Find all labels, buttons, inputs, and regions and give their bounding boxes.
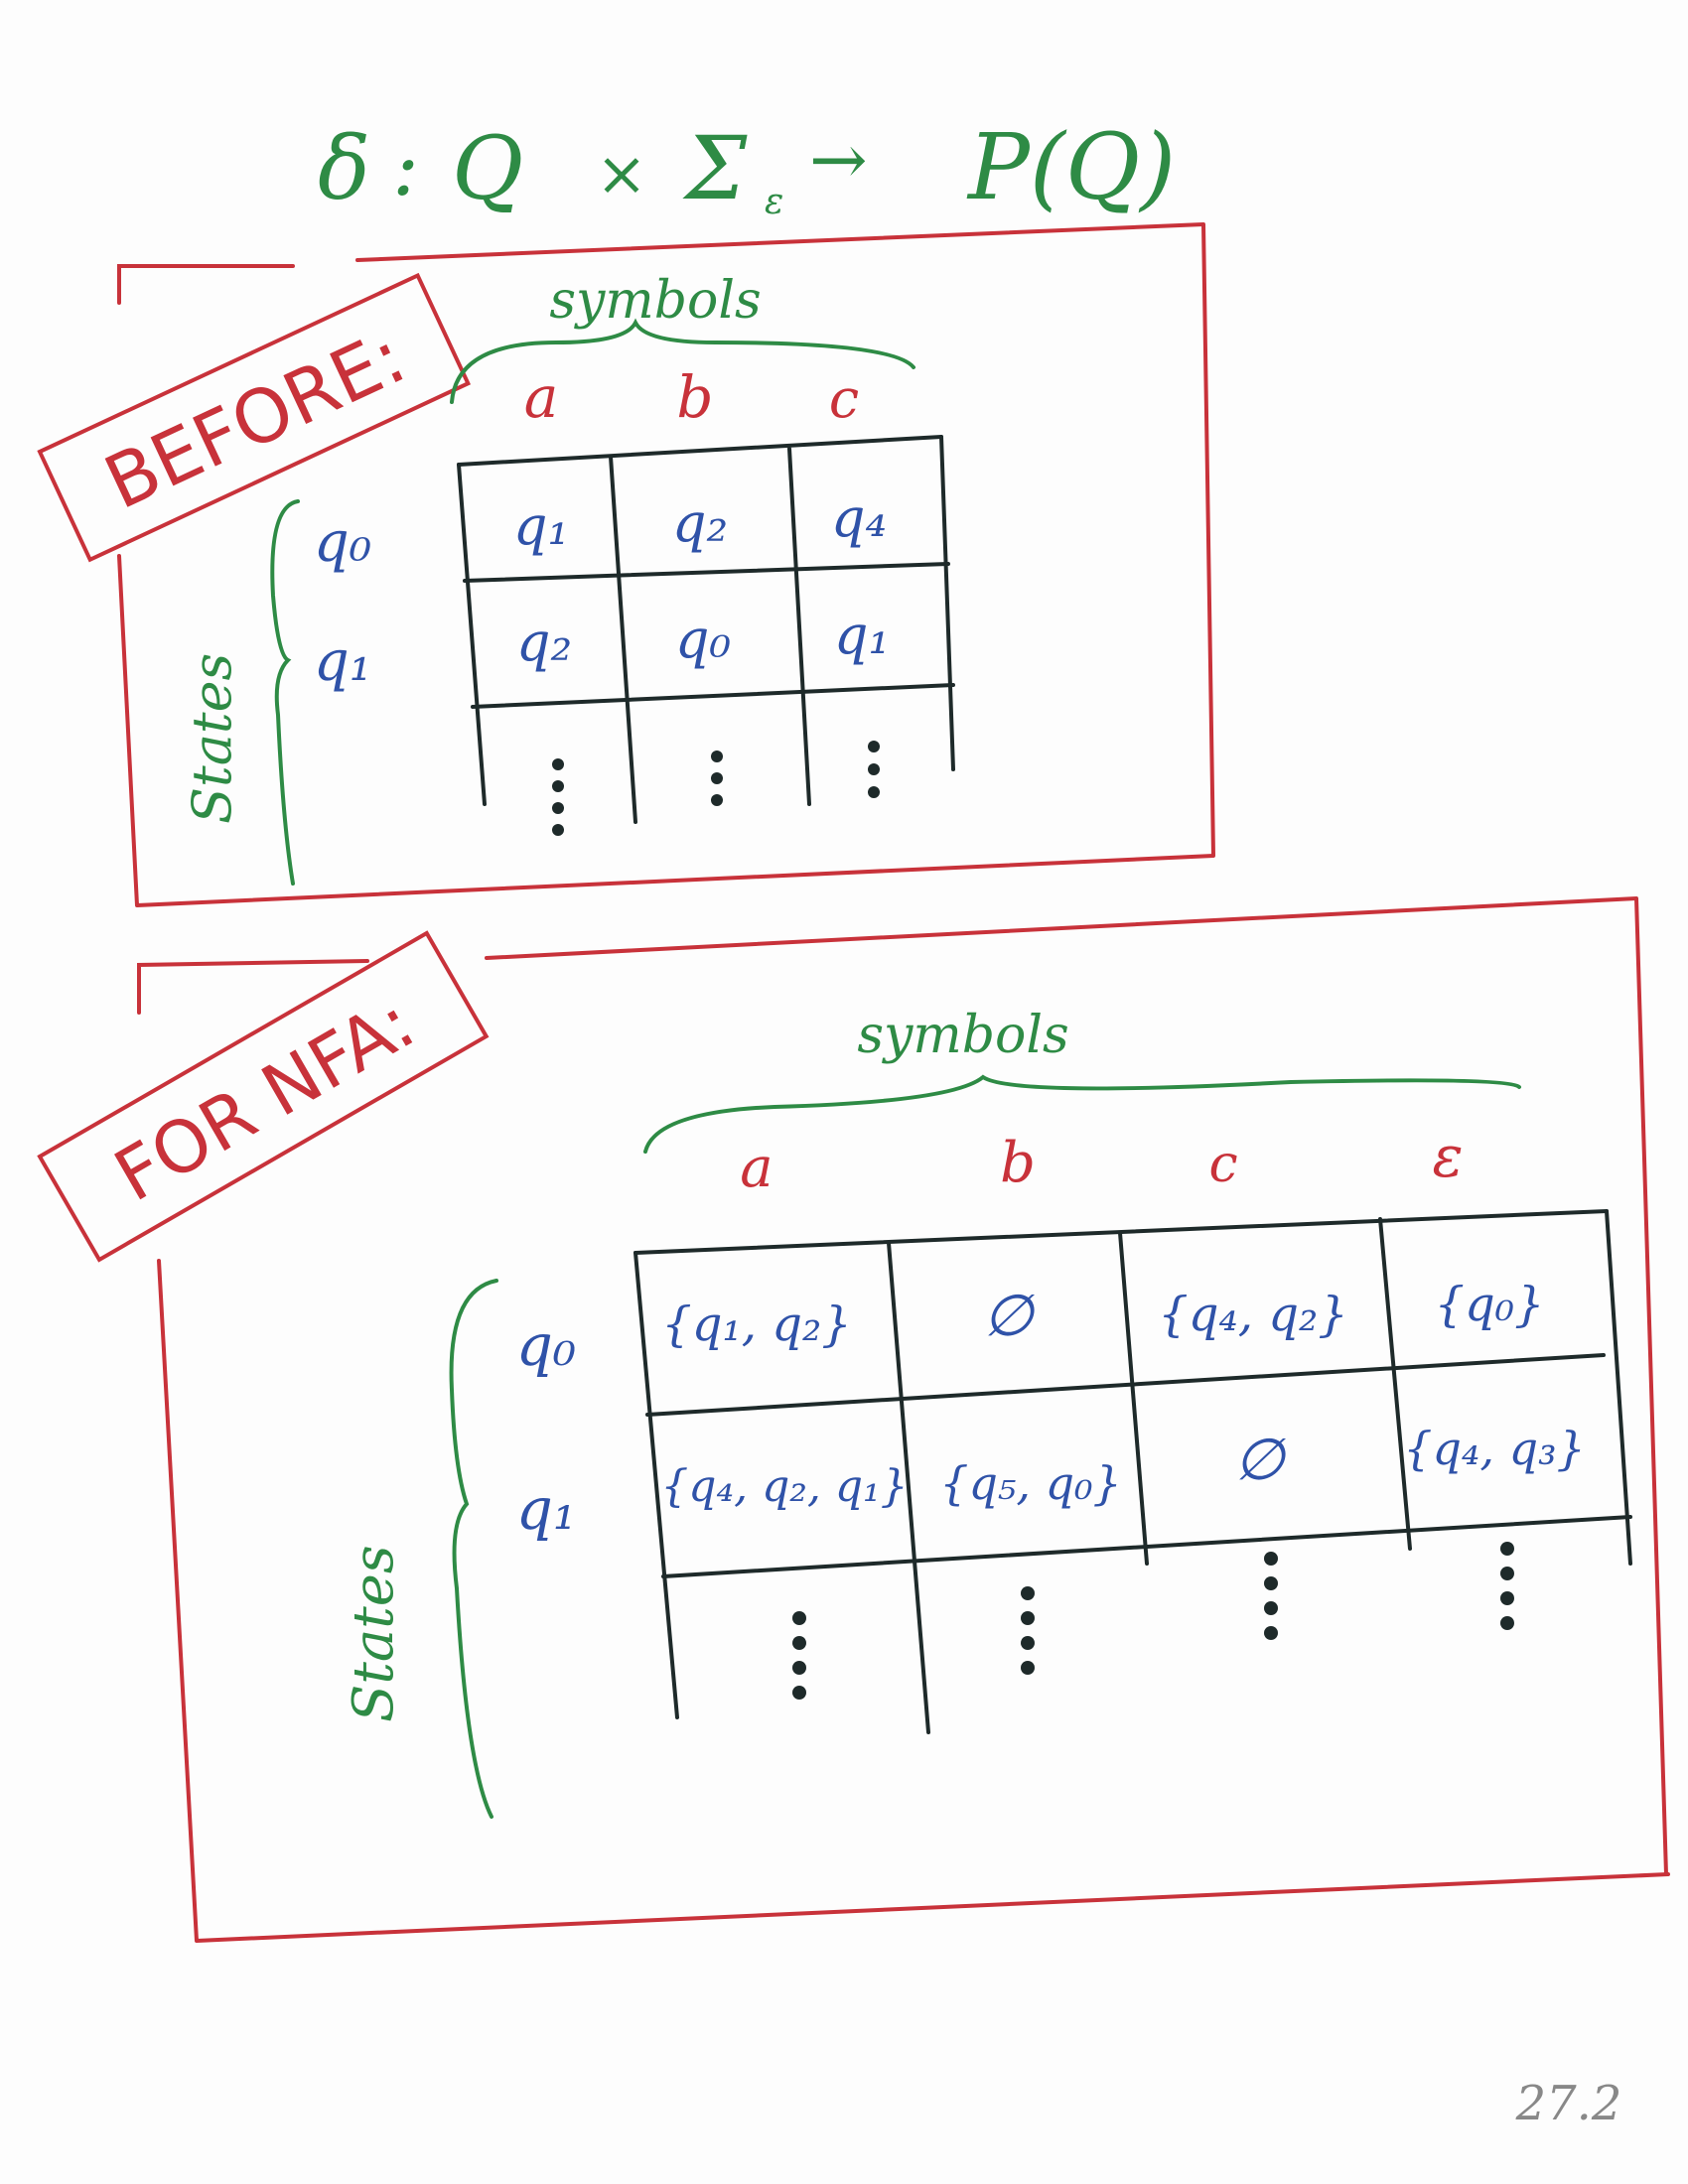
nfa-cell-q0-c: {q₄, q₂} — [1158, 1287, 1348, 1342]
transition-function-formula: δ : Q × Σ ε → P(Q) — [318, 114, 1176, 222]
before-frame — [117, 222, 1215, 907]
page-number: 27.2 — [1515, 2076, 1622, 2131]
nfa-frame-bottom — [157, 1259, 1670, 1943]
formula-sigma-subscript: ε — [765, 182, 783, 222]
nfa-row-continuation-dots — [792, 1542, 1514, 1700]
formula-power-set: P(Q) — [966, 114, 1176, 220]
before-label: BEFORE: — [92, 314, 418, 526]
before-states-label: States — [181, 653, 243, 824]
nfa-symbols-label: symbols — [857, 1006, 1068, 1065]
nfa-states-label: States — [342, 1545, 406, 1722]
nfa-states-brace — [449, 1279, 498, 1819]
nfa-state-q1: q₁ — [516, 1475, 576, 1543]
before-symbols-label: symbols — [549, 271, 761, 331]
before-cell-q1-b: q₀ — [675, 608, 731, 670]
formula-times: × — [596, 137, 647, 209]
before-col-b: b — [676, 363, 713, 431]
before-col-a: a — [524, 363, 559, 431]
before-symbols-brace — [450, 318, 915, 404]
nfa-label-box: FOR NFA: — [37, 930, 490, 1263]
formula-colon: : — [392, 121, 419, 213]
before-section: BEFORE: symbols a b c States q₀ q₁ q₁ q₂… — [37, 222, 1215, 907]
formula-sigma: Σ — [682, 117, 748, 219]
before-cell-q0-b: q₂ — [672, 491, 728, 554]
before-col-c: c — [829, 367, 859, 430]
before-states-brace — [270, 499, 300, 886]
nfa-cell-q1-a: {q₄, q₂, q₁} — [660, 1461, 908, 1512]
before-table-grid — [457, 435, 955, 824]
before-cell-q0-c: q₄ — [831, 486, 887, 549]
nfa-cell-q1-b: {q₅, q₀} — [939, 1456, 1122, 1510]
nfa-cell-q1-epsilon: {q₄, q₃} — [1403, 1422, 1586, 1475]
formula-arrow: → — [809, 119, 868, 201]
nfa-cell-q0-epsilon: {q₀} — [1434, 1277, 1544, 1332]
before-state-q0: q₀ — [314, 510, 371, 575]
nfa-col-c: c — [1208, 1135, 1237, 1194]
nfa-cell-q0-b: ∅ — [983, 1282, 1036, 1349]
nfa-table-grid — [633, 1209, 1632, 1734]
before-cell-q1-c: q₁ — [834, 604, 890, 666]
nfa-col-b: b — [1000, 1131, 1036, 1195]
nfa-col-a: a — [740, 1136, 773, 1200]
before-label-box: BEFORE: — [37, 272, 472, 563]
nfa-frame — [485, 896, 1668, 1876]
before-cell-q1-a: q₂ — [516, 611, 572, 673]
before-row-continuation-dots — [552, 741, 880, 836]
nfa-frame-top-left — [137, 959, 369, 1015]
before-cell-q0-a: q₁ — [513, 494, 569, 557]
nfa-state-q0: q₀ — [516, 1311, 576, 1379]
nfa-cell-q0-a: {q₁, q₂} — [661, 1297, 852, 1352]
nfa-col-epsilon: ε — [1432, 1123, 1463, 1190]
delta-symbol: δ — [318, 117, 370, 219]
before-state-q1: q₁ — [314, 629, 371, 694]
formula-Q: Q — [452, 117, 523, 219]
before-frame-top-left — [117, 264, 295, 305]
nfa-symbols-brace — [643, 1074, 1521, 1154]
nfa-section: FOR NFA: symbols a b c ε States q₀ q₁ {q… — [37, 896, 1670, 1943]
nfa-cell-q1-c: ∅ — [1234, 1426, 1287, 1493]
